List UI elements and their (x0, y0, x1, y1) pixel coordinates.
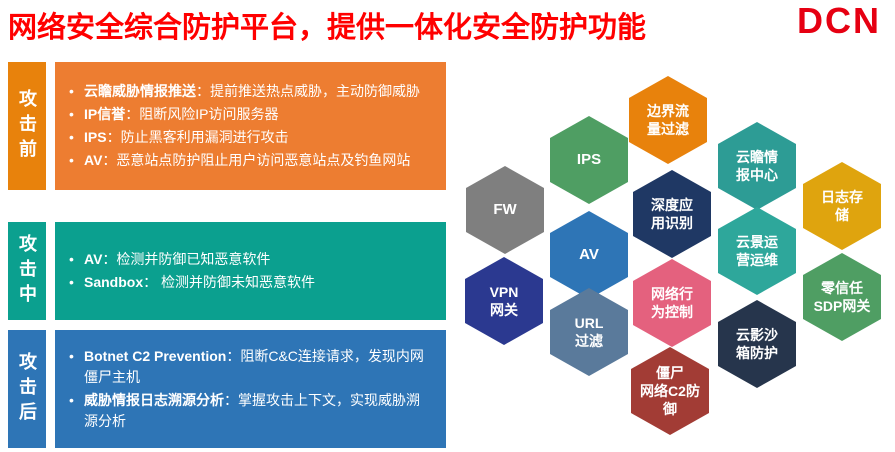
hexagon-botnet-c2-defense: 僵尸网络C2防御 (631, 347, 709, 435)
hexagon-label-line: VPN (489, 283, 519, 300)
hexagon-label-line: 过滤 (575, 333, 603, 349)
bullet-item: IPS：防止黑客利用漏洞进行攻击 (67, 127, 430, 148)
hexagon-label-line: AV (579, 246, 599, 264)
hexagon-network-behavior-control: 网络行为控制 (633, 259, 711, 347)
hexagon-fw: FW (466, 166, 544, 254)
hexagon-label-line: URL (574, 314, 604, 331)
hexagon-label-line: 营运维 (736, 252, 778, 268)
bullet-item: 云瞻威胁情报推送：提前推送热点威胁，主动防御威胁 (67, 81, 430, 102)
hexagon-label-line: 僵尸 (656, 364, 684, 381)
hexagon-cloud-ops: 云景运营运维 (718, 207, 796, 295)
section-after-attack-label: 攻击后 (8, 330, 46, 448)
after-attack-bullet-list: Botnet C2 Prevention：阻断C&C连接请求，发现内网僵尸主机威… (67, 344, 430, 434)
hexagon-deep-app-identify: 深度应用识别 (633, 170, 711, 258)
bullet-term: 云瞻威胁情报推送 (84, 83, 196, 99)
bullet-term: IPS (84, 129, 107, 145)
hexagon-label-line: IPS (576, 151, 602, 169)
section-during-attack-label: 攻击中 (8, 222, 46, 320)
hexagon-cloud-shadow-sandbox: 云影沙箱防护 (718, 300, 796, 388)
hexagon-label-line: 网络C2防 (640, 382, 700, 399)
bullet-term: AV (84, 152, 103, 168)
during-attack-bullet-list: AV：检测并防御已知恶意软件Sandbox： 检测并防御未知恶意软件 (67, 247, 430, 295)
hexagon-boundary-traffic-filter: 边界流量过滤 (629, 76, 707, 164)
bullet-item: AV：检测并防御已知恶意软件 (67, 249, 430, 270)
section-during-attack-box: AV：检测并防御已知恶意软件Sandbox： 检测并防御未知恶意软件 (55, 222, 446, 320)
hexagon-label-line: 报中心 (736, 167, 778, 183)
hexagon-label-line: 网络行 (651, 285, 693, 302)
dcn-logo: DCN (797, 0, 881, 41)
section-before-attack: 攻击前 云瞻威胁情报推送：提前推送热点威胁，主动防御威胁IP信誉：阻断风险IP访… (8, 62, 446, 190)
hexagon-label-line: 零信任 (821, 279, 863, 296)
hexagon-label-line: 用识别 (651, 215, 693, 231)
hexagon-cloud-intel-center: 云瞻情报中心 (718, 122, 796, 210)
hexagon-label-line: 储 (835, 207, 849, 223)
bullet-item: IP信誉：阻断风险IP访问服务器 (67, 104, 430, 125)
section-before-attack-box: 云瞻威胁情报推送：提前推送热点威胁，主动防御威胁IP信誉：阻断风险IP访问服务器… (55, 62, 446, 190)
bullet-term: AV (84, 251, 103, 267)
hexagon-label-line: 云影沙 (736, 326, 778, 343)
hexagon-label-line: 为控制 (651, 304, 693, 320)
hexagon-label-line: 日志存 (821, 188, 863, 205)
hexagon-label-line: 云瞻情 (736, 148, 778, 165)
hexagon-label-line: 箱防护 (736, 345, 778, 361)
bullet-term: Sandbox (84, 274, 144, 290)
hexagon-label-line: SDP网关 (813, 298, 871, 314)
section-during-attack: 攻击中 AV：检测并防御已知恶意软件Sandbox： 检测并防御未知恶意软件 (8, 222, 446, 320)
hexagon-url-filter: URL 过滤 (550, 288, 628, 376)
bullet-term: IP信誉 (84, 106, 126, 122)
before-attack-bullet-list: 云瞻威胁情报推送：提前推送热点威胁，主动防御威胁IP信誉：阻断风险IP访问服务器… (67, 79, 430, 173)
hexagon-label-line: FW (493, 201, 517, 219)
hexagon-zero-trust-sdp-gateway: 零信任 SDP网关 (803, 253, 881, 341)
hexagon-av: AV (550, 211, 628, 299)
hexagon-label-line: 御 (663, 401, 677, 418)
section-after-attack: 攻击后 Botnet C2 Prevention：阻断C&C连接请求，发现内网僵… (8, 330, 446, 448)
bullet-item: Botnet C2 Prevention：阻断C&C连接请求，发现内网僵尸主机 (67, 346, 430, 388)
hexagon-label-line: 云景运 (736, 233, 778, 250)
hexagon-label-line: 深度应 (651, 196, 693, 213)
hexagon-label-line: 网关 (490, 302, 518, 318)
bullet-term: Botnet C2 Prevention (84, 348, 227, 364)
bullet-item: AV：恶意站点防护阻止用户访问恶意站点及钓鱼网站 (67, 150, 430, 171)
hexagon-ips: IPS (550, 116, 628, 204)
bullet-item: 威胁情报日志溯源分析：掌握攻击上下文，实现威胁溯源分析 (67, 390, 430, 432)
hexagon-vpn-gateway: VPN 网关 (465, 257, 543, 345)
hexagon-label-line: 量过滤 (647, 121, 689, 137)
hexagon-log-storage: 日志存储 (803, 162, 881, 250)
page-title: 网络安全综合防护平台，提供一体化安全防护功能 (8, 12, 647, 44)
section-before-attack-label: 攻击前 (8, 62, 46, 190)
section-after-attack-box: Botnet C2 Prevention：阻断C&C连接请求，发现内网僵尸主机威… (55, 330, 446, 448)
bullet-item: Sandbox： 检测并防御未知恶意软件 (67, 272, 430, 293)
hexagon-label-line: 边界流 (647, 102, 689, 119)
bullet-term: 威胁情报日志溯源分析 (84, 392, 224, 408)
